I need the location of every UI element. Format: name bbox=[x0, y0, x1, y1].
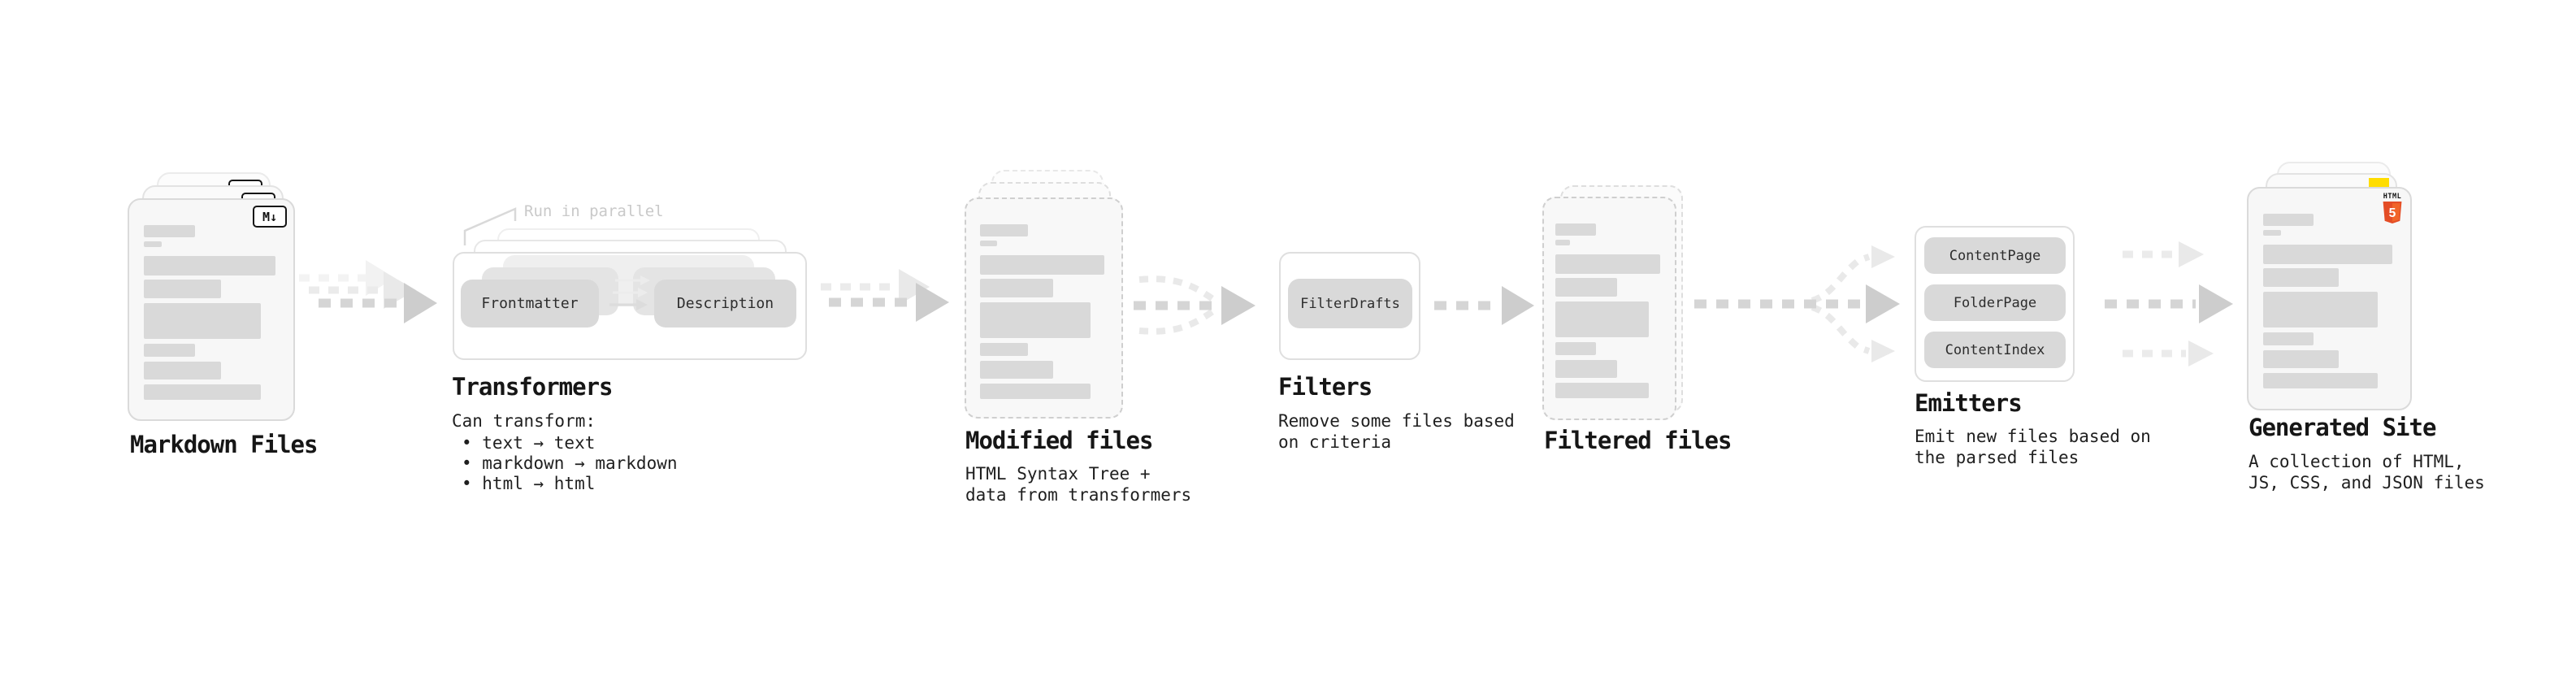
skeleton-line bbox=[1555, 278, 1618, 297]
branch-curve-top bbox=[1811, 254, 1871, 304]
skeleton-line bbox=[2262, 373, 2379, 388]
skeleton-line bbox=[144, 362, 222, 380]
description-pill: Description bbox=[654, 280, 796, 327]
arrow-head bbox=[1502, 286, 1534, 325]
html5-icon-label: HTML bbox=[2383, 193, 2402, 201]
run-in-parallel-note: Run in parallel bbox=[524, 202, 664, 220]
arrow-layer-middle bbox=[309, 271, 416, 309]
converge-curve-bottom bbox=[1138, 307, 1216, 335]
arrow-transformers-to-modified bbox=[821, 269, 949, 322]
filterdrafts-pill: FilterDrafts bbox=[1288, 279, 1412, 328]
skeleton-line bbox=[980, 302, 1091, 338]
arrow-layer-back bbox=[299, 260, 395, 296]
skeleton-line bbox=[2262, 230, 2281, 236]
folderpage-pill-label: FolderPage bbox=[1953, 294, 2037, 311]
skeleton-line bbox=[1555, 360, 1618, 378]
arrow-head bbox=[899, 269, 930, 305]
skeleton-line bbox=[2262, 292, 2379, 327]
filtered-file-front bbox=[1542, 197, 1676, 420]
branch-curve-bottom bbox=[1811, 304, 1871, 354]
converge-curve-top bbox=[1138, 275, 1216, 303]
skeleton-line bbox=[144, 241, 163, 247]
emitters-description: Emit new files based on the parsed files bbox=[1915, 427, 2151, 467]
html5-shield: 5 bbox=[2383, 202, 2402, 223]
html5-icon-number: 5 bbox=[2389, 206, 2396, 220]
skeleton-line bbox=[144, 256, 275, 275]
skeleton-line bbox=[2262, 245, 2393, 264]
skeleton-line bbox=[980, 255, 1104, 275]
skeleton-line bbox=[980, 361, 1053, 379]
modified-files-description: HTML Syntax Tree + data from transformer… bbox=[965, 464, 1192, 505]
bullet-item: • text → text bbox=[462, 433, 596, 453]
skeleton-line bbox=[980, 224, 1029, 236]
skeleton-line bbox=[980, 343, 1029, 356]
skeleton-line bbox=[144, 344, 195, 357]
skeleton-line bbox=[1555, 301, 1649, 337]
transformers-title: Transformers bbox=[452, 373, 614, 401]
skeleton-line bbox=[2262, 332, 2314, 345]
filterdrafts-pill-label: FilterDrafts bbox=[1300, 295, 1400, 312]
skeleton-line bbox=[1555, 240, 1571, 245]
frontmatter-pill-label: Frontmatter bbox=[481, 295, 579, 312]
arrow-layer-middle bbox=[821, 269, 930, 305]
folderpage-pill: FolderPage bbox=[1924, 284, 2066, 321]
modified-file-front bbox=[965, 197, 1123, 419]
bullet-item: • markdown → markdown bbox=[462, 453, 678, 473]
contentindex-pill: ContentIndex bbox=[1924, 332, 2066, 368]
transformers-bullet-list: • text → text • markdown → markdown • ht… bbox=[462, 433, 678, 494]
markdown-icon-label: M↓ bbox=[262, 209, 278, 224]
skeleton-line bbox=[1555, 342, 1597, 355]
arrow-head bbox=[2179, 241, 2204, 267]
contentpage-pill-label: ContentPage bbox=[1949, 247, 2041, 264]
arrow-head bbox=[1871, 245, 1895, 268]
arrow-markdown-to-transformers bbox=[299, 260, 437, 323]
arrow-head bbox=[1221, 286, 1255, 325]
generated-file-html: HTML 5 bbox=[2247, 187, 2412, 410]
contentindex-pill-label: ContentIndex bbox=[1945, 341, 2045, 358]
bullet-item: • html → html bbox=[462, 474, 596, 493]
generated-site-title: Generated Site bbox=[2249, 414, 2436, 441]
modified-files-title: Modified files bbox=[965, 427, 1153, 454]
skeleton-line bbox=[980, 279, 1053, 297]
markdown-icon: M↓ bbox=[253, 206, 287, 228]
arrow-modified-to-filters bbox=[1134, 275, 1255, 335]
skeleton-line bbox=[1555, 223, 1597, 236]
generated-site-description: A collection of HTML, JS, CSS, and JSON … bbox=[2249, 452, 2485, 492]
arrow-head bbox=[1871, 340, 1895, 362]
skeleton-line bbox=[2262, 350, 2340, 368]
frontmatter-pill: Frontmatter bbox=[461, 280, 599, 327]
skeleton-line bbox=[144, 280, 222, 298]
transformers-heading: Can transform: bbox=[452, 411, 596, 431]
markdown-file-front: M↓ bbox=[128, 198, 295, 421]
arrow-head bbox=[366, 260, 395, 296]
filters-description: Remove some files based on criteria bbox=[1278, 411, 1515, 452]
arrow-filtered-to-emitters bbox=[1694, 245, 1900, 362]
filters-title: Filters bbox=[1278, 373, 1373, 401]
markdown-files-title: Markdown Files bbox=[130, 431, 318, 458]
arrow-head bbox=[2188, 340, 2214, 367]
arrow-emitters-to-generated bbox=[2105, 241, 2233, 367]
emitters-title: Emitters bbox=[1915, 389, 2023, 417]
skeleton-line bbox=[1555, 254, 1661, 274]
skeleton-line bbox=[980, 241, 998, 246]
skeleton-line bbox=[144, 384, 261, 400]
arrow-filters-to-filtered bbox=[1434, 286, 1534, 325]
arrow-head bbox=[384, 271, 416, 309]
filtered-files-title: Filtered files bbox=[1544, 427, 1732, 454]
arrow-head bbox=[916, 283, 949, 322]
contentpage-pill: ContentPage bbox=[1924, 237, 2066, 274]
arrow-head bbox=[404, 283, 437, 323]
arrow-head bbox=[1866, 284, 1900, 323]
skeleton-line bbox=[144, 303, 261, 339]
skeleton-line bbox=[1555, 383, 1649, 398]
arrow-head bbox=[2199, 284, 2233, 323]
skeleton-line bbox=[980, 384, 1091, 399]
html5-icon: HTML 5 bbox=[2381, 193, 2404, 223]
skeleton-line bbox=[2262, 214, 2314, 226]
skeleton-line bbox=[144, 225, 195, 237]
skeleton-line bbox=[2262, 268, 2340, 287]
html5-shield-right bbox=[2392, 203, 2400, 222]
description-pill-label: Description bbox=[676, 295, 774, 312]
